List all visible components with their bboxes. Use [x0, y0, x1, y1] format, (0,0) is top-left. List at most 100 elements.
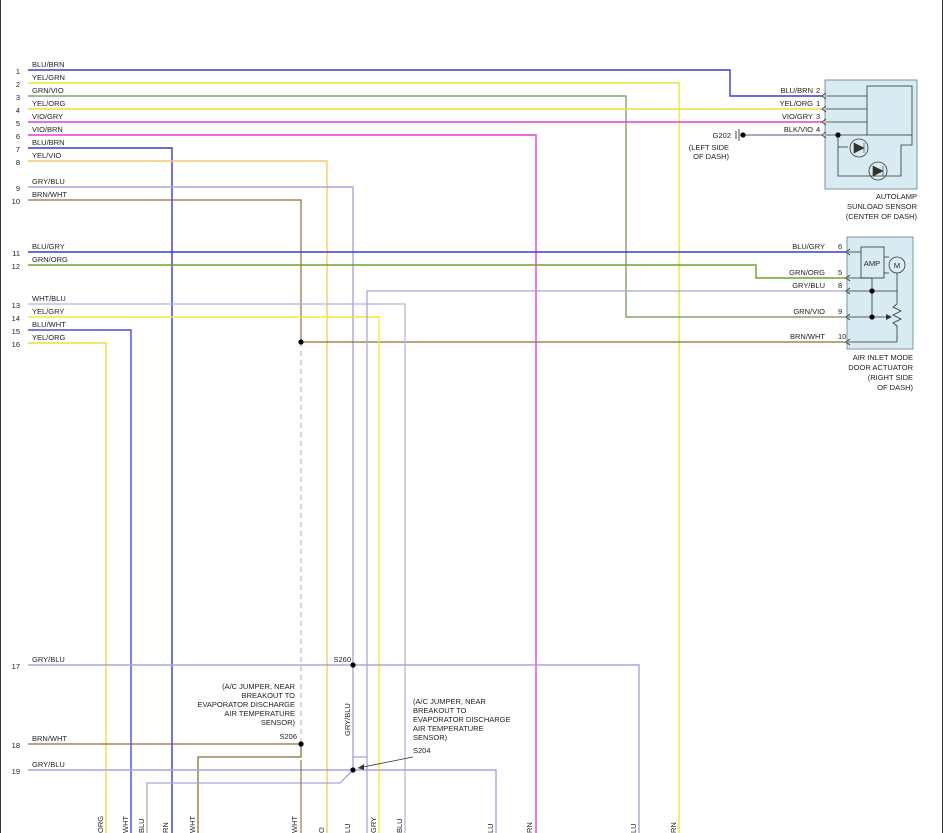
actuator-node-bottom [869, 314, 875, 320]
s204-note-line-5: SENSOR) [413, 733, 448, 742]
pin-wire-label-11: BLU/GRY [32, 242, 65, 251]
potentiometer-icon [892, 303, 902, 330]
pin-number-12: 12 [12, 262, 20, 271]
pin-number-15: 15 [12, 327, 20, 336]
bottom-wire-label-b4: RN [161, 822, 170, 833]
s204-splice [350, 767, 356, 773]
actuator-connector-5 [845, 274, 851, 282]
pin-number-2: 2 [16, 80, 20, 89]
ground-id: G202 [713, 131, 731, 140]
ground-line-1: (LEFT SIDE [689, 143, 729, 152]
pin-wire-label-3: GRN/VIO [32, 86, 64, 95]
bottom-wire-label-b9: GRY [369, 817, 378, 833]
actuator-node-top [869, 288, 875, 294]
autolamp-title-line-2: SUNLOAD SENSOR [847, 202, 918, 211]
pin-number-1: 1 [16, 67, 20, 76]
pin-number-8: 8 [16, 158, 20, 167]
wires-layer [28, 69, 846, 833]
pin-wire-label-19: GRY/BLU [32, 760, 65, 769]
s204-note-line-4: AIR TEMPERATURE [413, 724, 484, 733]
s204-note-line-2: BREAKOUT TO [413, 706, 467, 715]
motor-label: M [894, 261, 900, 270]
autolamp-sensor-module [866, 85, 913, 136]
wire-7-blu-brn [28, 147, 173, 833]
pin-wire-label-14: YEL/GRY [32, 307, 64, 316]
s204-note-line-3: EVAPORATOR DISCHARGE [413, 715, 511, 724]
pin-wire-label-6: VIO/BRN [32, 125, 63, 134]
actuator-connector-8 [845, 287, 851, 295]
s206-splice [298, 741, 304, 747]
s206-label: S206 [279, 732, 297, 741]
autolamp-connector-2 [821, 92, 827, 100]
bottom-wire-label-b11: LU [486, 823, 495, 833]
photodiode-2-symbol [872, 165, 884, 177]
autolamp-connector-1 [821, 105, 827, 113]
pin-wire-label-12: GRN/ORG [32, 255, 68, 264]
actuator-title-line-1: AIR INLET MODE [853, 353, 913, 362]
autolamp-pin-label-1: YEL/ORG [780, 99, 814, 108]
actuator-connector-10 [845, 338, 851, 346]
actuator-pin-number-5: 5 [838, 268, 842, 277]
wire-1-blu-brn [28, 69, 822, 97]
wire-6-vio-brn [28, 134, 537, 833]
pin-number-5: 5 [16, 119, 20, 128]
s260-splice [350, 662, 356, 668]
bottom-wire-label-b1: ORG [96, 816, 105, 833]
bottom-wire-label-b7: O [317, 827, 326, 833]
autolamp-pin-label-2: BLU/BRN [780, 86, 813, 95]
s204-leader-line [357, 756, 414, 769]
wire-s204-branch [146, 769, 354, 833]
s206-note-line-3: EVAPORATOR DISCHARGE [197, 700, 295, 709]
bottom-wire-label-b10: BLU [395, 818, 404, 833]
pin-number-18: 18 [12, 741, 20, 750]
pin-number-14: 14 [12, 314, 20, 323]
actuator-pin-label-9: GRN/VIO [793, 307, 825, 316]
autolamp-pin-label-3: VIO/GRY [782, 112, 813, 121]
bottom-wire-label-b2: WHT [121, 816, 130, 833]
bottom-wire-label-b13: LU [629, 823, 638, 833]
photodiode-1-symbol [853, 142, 865, 154]
labels-layer: 1BLU/BRN2YEL/GRN3GRN/VIO4YEL/ORG5VIO/GRY… [12, 60, 918, 833]
pin-number-9: 9 [16, 184, 20, 193]
pin-number-4: 4 [16, 106, 20, 115]
pin-number-17: 17 [12, 662, 20, 671]
autolamp-pin-label-4: BLK/VIO [784, 125, 813, 134]
pin-number-3: 3 [16, 93, 20, 102]
autolamp-title-line-3: (CENTER OF DASH) [846, 212, 918, 221]
actuator-pin-number-6: 6 [838, 242, 842, 251]
actuator-connector-6 [845, 248, 851, 256]
pin-number-13: 13 [12, 301, 20, 310]
pin-wire-label-1: BLU/BRN [32, 60, 65, 69]
autolamp-connector-4 [821, 131, 827, 139]
autolamp-title-line-1: AUTOLAMP [876, 192, 917, 201]
autolamp-pin-number-3: 3 [816, 112, 820, 121]
pin-number-6: 6 [16, 132, 20, 141]
ground-node [740, 132, 746, 138]
potentiometer-wiper-arrow [886, 314, 892, 320]
wire-10-brn-wht [28, 199, 302, 342]
s204-note-line-1: (A/C JUMPER, NEAR [413, 697, 487, 706]
pin-wire-label-10: BRN/WHT [32, 190, 67, 199]
autolamp-pin-number-1: 1 [816, 99, 820, 108]
autolamp-pin-number-2: 2 [816, 86, 820, 95]
s204-label: S204 [413, 746, 431, 755]
bottom-wire-label-b8: LU [343, 823, 352, 833]
actuator-pin-label-8: GRY/BLU [792, 281, 825, 290]
pin-wire-label-5: VIO/GRY [32, 112, 63, 121]
s206-note-line-4: AIR TEMPERATURE [224, 709, 295, 718]
bottom-wire-label-b14: RN [669, 822, 678, 833]
pin-wire-label-17: GRY/BLU [32, 655, 65, 664]
s206-note-line-5: SENSOR) [261, 718, 296, 727]
wire-13-wht-blu [28, 303, 406, 833]
wire-12-grn-org [28, 264, 846, 279]
actuator-pin-number-10: 10 [838, 332, 846, 341]
s206-note-line-2: BREAKOUT TO [242, 691, 296, 700]
pin-number-7: 7 [16, 145, 20, 154]
amp-box [860, 246, 885, 279]
wire-3-grn-vio [28, 95, 846, 318]
wire-15-blu-wht [28, 329, 132, 833]
amp-label: AMP [864, 259, 880, 268]
wire-18-brn-wht [28, 743, 302, 833]
wire-17-gry-blu [28, 664, 640, 833]
